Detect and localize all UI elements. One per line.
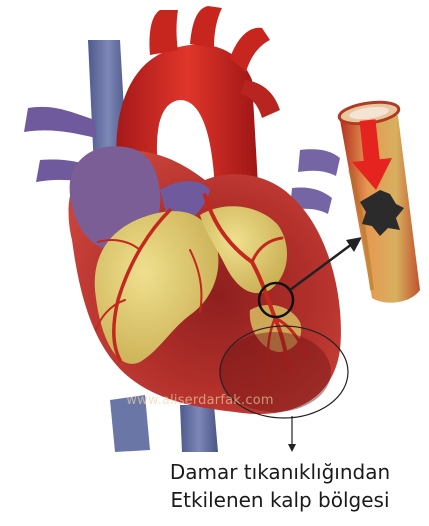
- watermark-text: www.aliserdarfak.com: [110, 393, 290, 408]
- caption: Damar tıkanıklığından Etkilenen kalp böl…: [140, 458, 420, 514]
- pointer-arrow-to-caption: [288, 416, 296, 452]
- caption-line-1: Damar tıkanıklığından: [140, 458, 420, 486]
- caption-line-2: Etkilenen kalp bölgesi: [140, 486, 420, 514]
